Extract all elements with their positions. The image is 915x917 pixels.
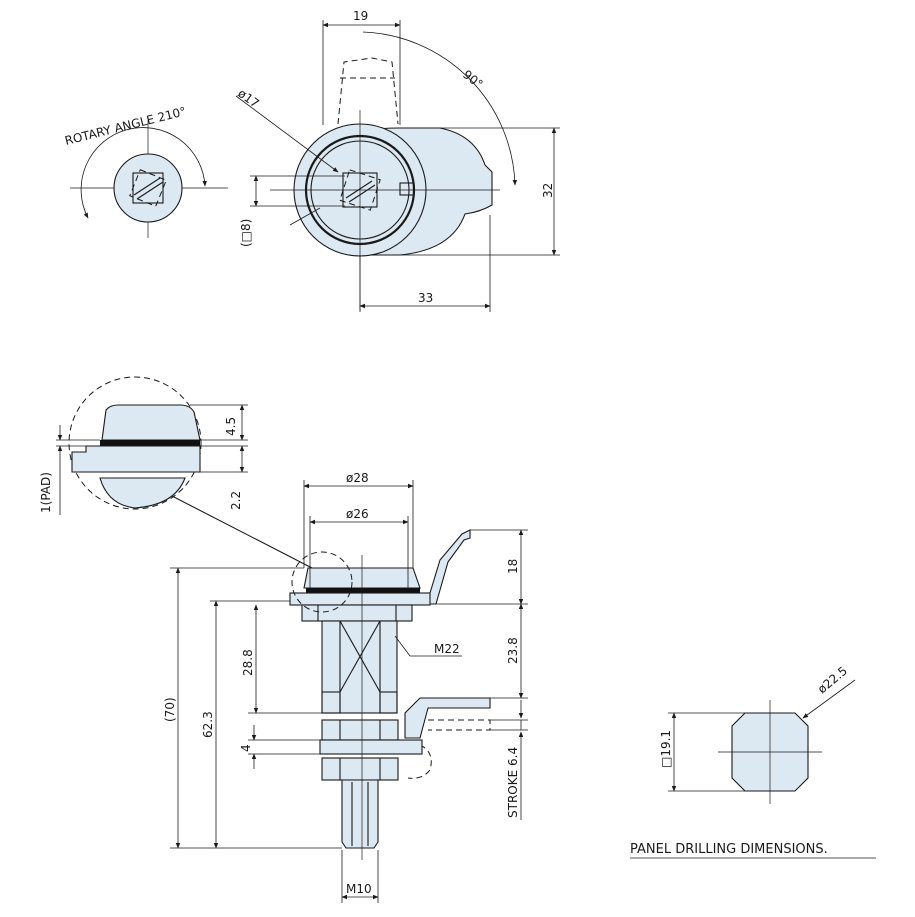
pad-detail-22-label: 2.2 [229,491,243,510]
height-32-label: 32 [541,183,555,198]
pad-detail-45-label: 4.5 [224,417,238,436]
top-view-dimensions [235,20,560,312]
pad-detail [56,376,313,569]
dim-238-label: 23.8 [506,637,520,664]
panel-sq-label: □19.1 [659,730,673,768]
dim-623-label: 62.3 [201,711,215,738]
rotary-angle-label: ROTARY ANGLE 210° [63,104,187,148]
angle-90-label: 90° [460,67,485,91]
dia-28-label: ø28 [346,471,369,485]
dim-18-label: 18 [506,559,520,574]
top-view [270,57,500,310]
overall-70-label: (70) [163,697,177,722]
square-8-label: (□8) [239,219,253,247]
panel-drilling-title: PANEL DRILLING DIMENSIONS. [630,842,828,857]
panel-drilling-view [668,679,856,804]
side-view-dimensions [170,480,528,903]
thread-m10-label: M10 [346,882,372,896]
length-33-label: 33 [418,291,433,305]
thread-m22-label: M22 [434,642,460,656]
dim-4-label: 4 [239,744,253,752]
rotary-angle-view [70,120,228,238]
dia-17-label: ø17 [235,86,262,111]
pad-1-label: 1(PAD) [39,472,53,513]
stroke-label: STROKE 6.4 [506,747,520,818]
panel-dia-label: ø22.5 [815,664,850,697]
dia-26-label: ø26 [346,507,369,521]
top-width-label: 19 [353,9,368,23]
dim-288-label: 28.8 [241,649,255,676]
side-view [289,529,491,860]
